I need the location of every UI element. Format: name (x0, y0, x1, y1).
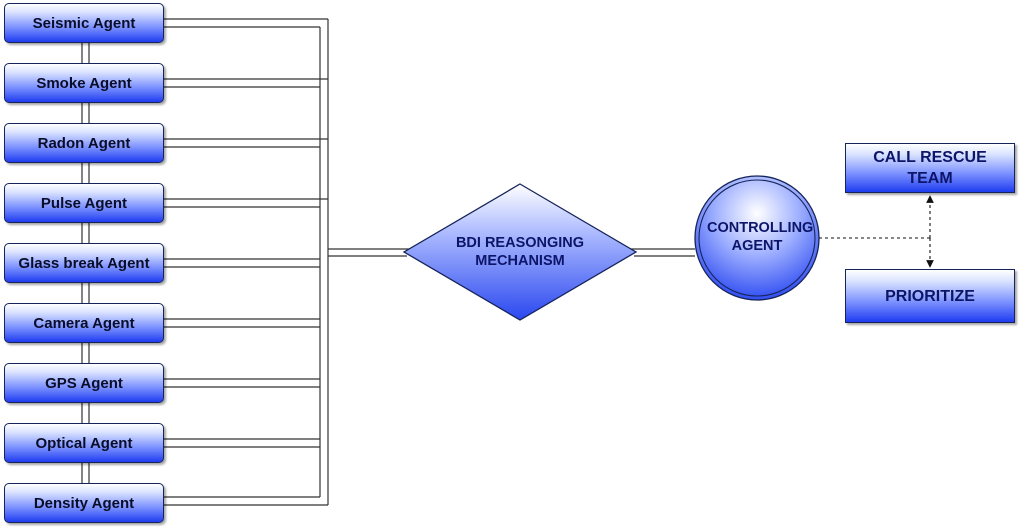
glass-break-agent-box: Glass break Agent (4, 243, 164, 283)
seismic-agent-box: Seismic Agent (4, 3, 164, 43)
reasoning-to-controller-connector (628, 248, 695, 257)
agent-label: Camera Agent (33, 314, 135, 332)
reasoning-diamond (402, 183, 638, 321)
pulse-agent-box: Pulse Agent (4, 183, 164, 223)
camera-agent-box: Camera Agent (4, 303, 164, 343)
density-agent-box: Density Agent (4, 483, 164, 523)
agent-label: Optical Agent (35, 434, 133, 452)
reasoning-label: BDI REASONGING MECHANISM (455, 235, 585, 269)
optical-agent-box: Optical Agent (4, 423, 164, 463)
agent-label: Glass break Agent (18, 254, 150, 272)
agent-label: Smoke Agent (36, 74, 132, 92)
action-label: PRIORITIZE (885, 287, 975, 305)
agent-connectors (164, 18, 328, 506)
action-label: CALL RESCUE TEAM (873, 149, 987, 187)
call-rescue-team-box: CALL RESCUE TEAM (845, 143, 1015, 193)
agent-label: Pulse Agent (40, 194, 128, 212)
bus-to-reasoning-connector (328, 248, 414, 257)
controller-to-actions-connector (819, 195, 934, 268)
controller-circle-inner (698, 179, 816, 297)
radon-agent-box: Radon Agent (4, 123, 164, 163)
prioritize-box: PRIORITIZE (845, 269, 1015, 323)
agent-label: Density Agent (33, 494, 135, 512)
controller-label: CONTROLLING AGENT (707, 220, 814, 254)
agent-label: Radon Agent (37, 134, 131, 152)
agent-label: GPS Agent (45, 374, 123, 392)
gps-agent-box: GPS Agent (4, 363, 164, 403)
smoke-agent-box: Smoke Agent (4, 63, 164, 103)
bus (319, 19, 329, 505)
agent-label: Seismic Agent (32, 14, 136, 32)
